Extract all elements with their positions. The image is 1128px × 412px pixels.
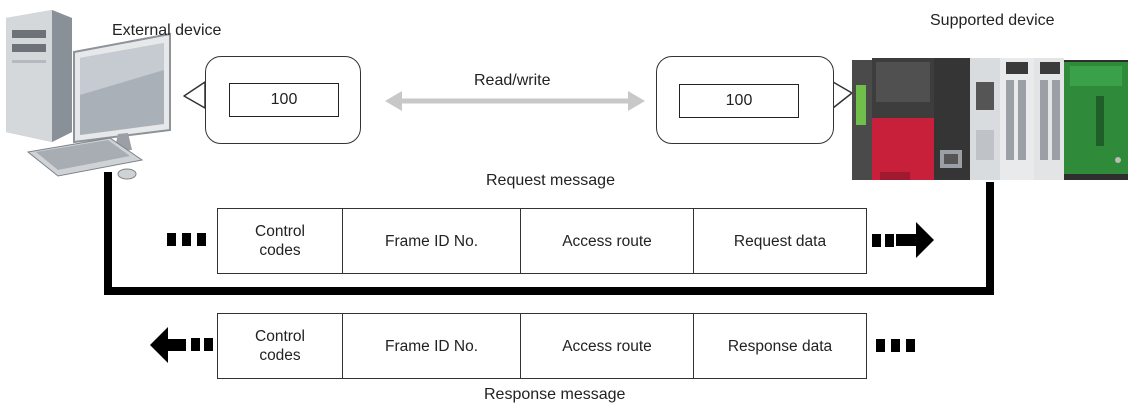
request-field-request-data: Request data: [733, 232, 827, 250]
request-ellipsis-square: [167, 233, 176, 246]
supported-value-box: 100: [679, 84, 799, 118]
response-field-response-data: Response data: [727, 337, 833, 355]
request-frame: Control codes Frame ID No. Access route …: [217, 208, 867, 274]
response-field-access-route: Access route: [521, 314, 694, 378]
external-device-label: External device: [112, 22, 222, 39]
external-value-bubble: 100: [205, 56, 361, 144]
external-bubble-tail: [183, 81, 206, 109]
computer-icon: [6, 10, 171, 180]
supported-device-label: Supported device: [930, 12, 1055, 29]
request-trailing-square: [872, 234, 881, 247]
request-ellipsis-square: [197, 233, 206, 246]
plc-device-icon: [852, 58, 1128, 180]
response-direction-arrow: [150, 327, 186, 363]
request-direction-arrow: [896, 222, 934, 258]
connection-line: [104, 172, 994, 295]
read-write-arrow: [385, 91, 645, 111]
response-ellipsis-square: [891, 339, 900, 352]
supported-bubble-tail: [832, 81, 853, 109]
response-frame: Control codes Frame ID No. Access route …: [217, 313, 867, 379]
request-ellipsis-square: [182, 233, 191, 246]
response-message-title: Response message: [484, 386, 626, 403]
response-field-control-codes: Control codes: [218, 314, 343, 378]
response-ellipsis-square: [906, 339, 915, 352]
request-trailing-square: [885, 234, 894, 247]
request-message-title: Request message: [486, 172, 615, 189]
request-field-access-route: Access route: [521, 209, 694, 273]
response-leading-square: [204, 338, 213, 351]
request-field-control-codes: Control codes: [218, 209, 343, 273]
response-leading-square: [191, 338, 200, 351]
response-ellipsis-square: [876, 339, 885, 352]
external-value-box: 100: [229, 83, 339, 117]
request-field-frame-id: Frame ID No.: [343, 209, 521, 273]
read-write-label: Read/write: [474, 72, 551, 89]
response-field-frame-id: Frame ID No.: [343, 314, 521, 378]
supported-value-bubble: 100: [656, 56, 834, 144]
